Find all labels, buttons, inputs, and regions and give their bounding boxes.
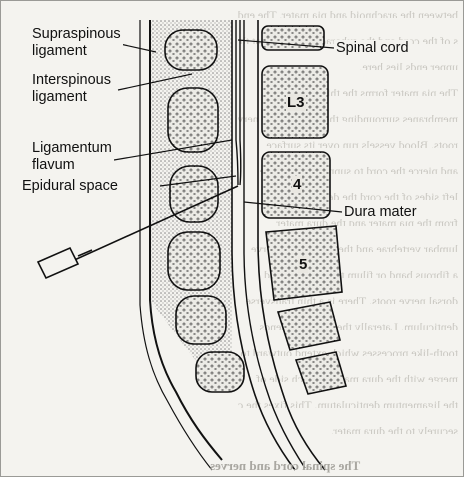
dura-mater-outline (231, 20, 296, 471)
spinal-cord-label: Spinal cord (334, 40, 411, 57)
epidural-space-label: Epidural space (20, 178, 120, 195)
ligamentum-flavum-label: Ligamentum flavum (30, 140, 114, 174)
spinous-processes (164, 29, 245, 393)
vertebra-l4-label: 4 (292, 176, 303, 193)
vertebra-l5-label: 5 (298, 256, 309, 273)
dura-mater-label: Dura mater (342, 204, 419, 221)
vertebra-l3-label: L3 (286, 94, 306, 111)
supraspinous-ligament (149, 20, 223, 461)
bleed-footer: The spinal cord and nerves (210, 458, 361, 473)
vertebral-bodies (261, 25, 348, 395)
supraspinous-ligament-label: Supraspinous ligament (30, 26, 123, 60)
syringe (36, 185, 239, 280)
interspinous-ligament-label: Interspinous ligament (30, 72, 113, 106)
spinal-cord (235, 20, 239, 186)
